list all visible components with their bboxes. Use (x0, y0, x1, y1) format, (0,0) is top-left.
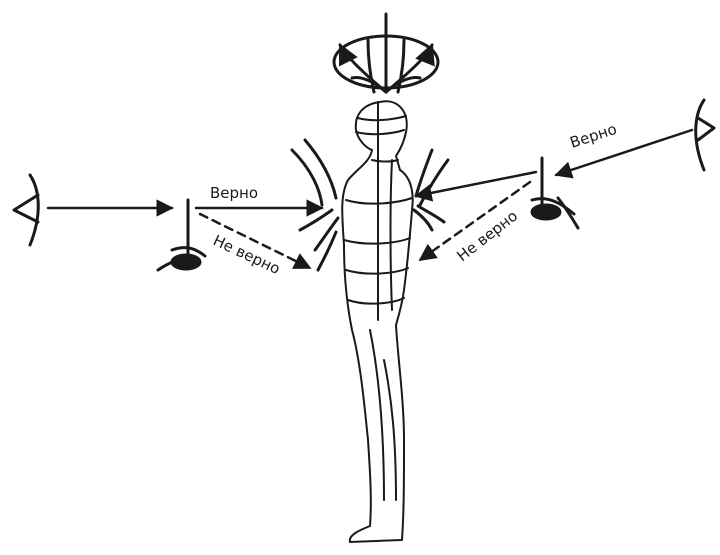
human-figure (342, 101, 412, 542)
label-incorrect-left: Не верно (210, 231, 283, 278)
label-incorrect-right: Не верно (453, 207, 521, 265)
right-correct-arrow (416, 172, 536, 196)
label-correct-left: Верно (210, 184, 258, 202)
right-eye-icon (696, 100, 714, 170)
body-field-lines (292, 140, 448, 270)
head-field (334, 14, 438, 92)
label-correct-right: Верно (568, 120, 619, 152)
left-microphone-stand-icon (158, 200, 205, 270)
right-microphone-stand-icon (532, 158, 578, 228)
left-eye-icon (14, 175, 38, 245)
